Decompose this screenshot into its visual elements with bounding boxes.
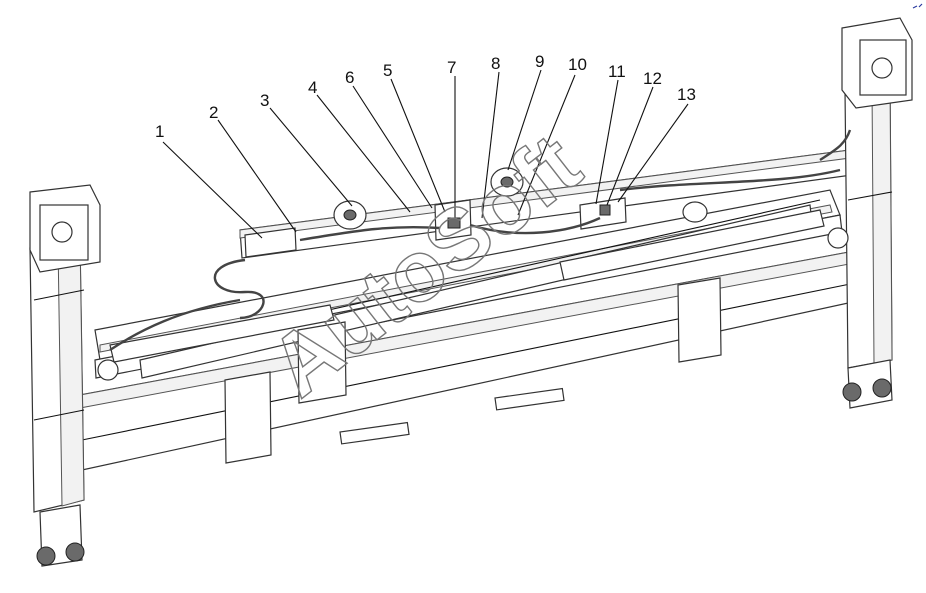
callout-10: 10 <box>568 55 587 74</box>
hoses <box>109 129 852 351</box>
lower-beam <box>79 249 863 471</box>
callout-6: 6 <box>345 68 354 87</box>
leader-lines <box>162 69 689 239</box>
callout-11: 11 <box>608 62 626 81</box>
callout-8: 8 <box>491 54 500 73</box>
pulleys <box>333 167 708 230</box>
corner-mark-icon <box>912 3 923 9</box>
bottom-connectors <box>339 387 565 445</box>
callout-3: 3 <box>260 91 269 110</box>
hanging-plates <box>224 277 722 464</box>
right-post <box>841 17 913 409</box>
callout-5: 5 <box>383 61 392 80</box>
callout-2: 2 <box>209 103 218 122</box>
callout-4: 4 <box>308 78 317 97</box>
callout-13: 13 <box>677 85 696 104</box>
callout-12: 12 <box>643 69 662 88</box>
callout-1: 1 <box>155 122 164 141</box>
callout-9: 9 <box>535 52 544 71</box>
cylinders <box>97 209 849 381</box>
left-post <box>29 184 101 567</box>
callout-labels: 1 2 3 4 6 5 7 8 9 10 11 12 13 <box>155 52 696 141</box>
callout-7: 7 <box>447 58 456 77</box>
